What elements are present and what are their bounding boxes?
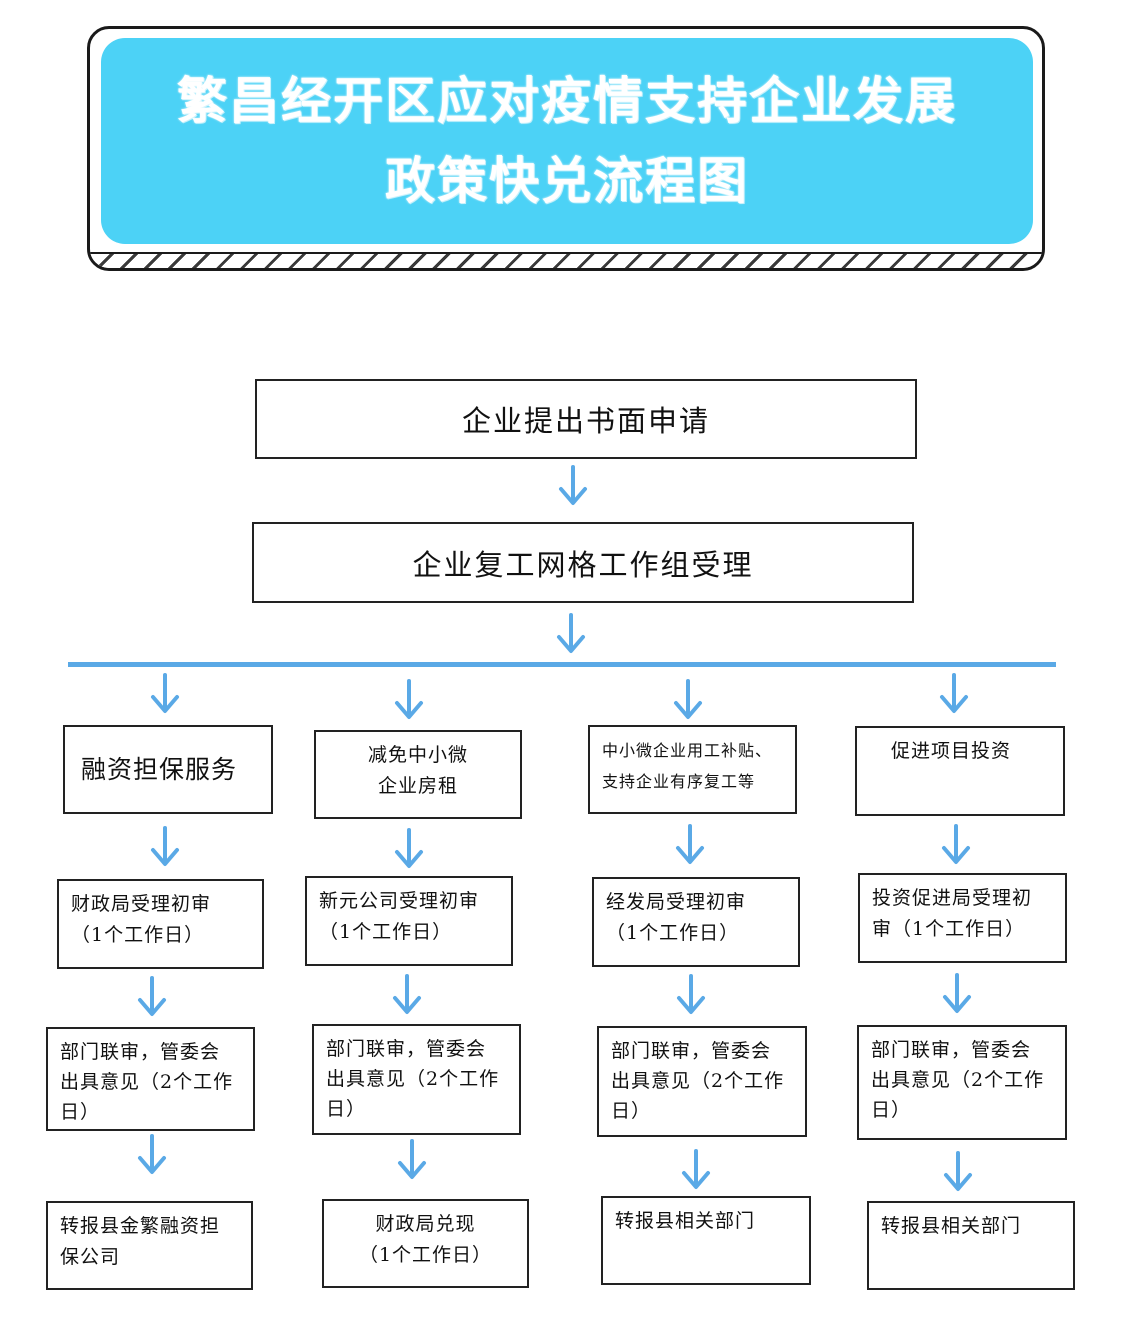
joint-review-text: 部门联审，管委会 — [60, 1041, 221, 1063]
result-text: 转报县相关部门 — [881, 1215, 1022, 1237]
joint-review-text: 日） — [611, 1100, 652, 1122]
arrow-down-icon — [151, 826, 179, 866]
joint-review-box: 部门联审，管委会 出具意见（2个工作 日） — [597, 1026, 807, 1137]
arrow-down-icon — [138, 976, 166, 1016]
review-box: 财政局受理初审 （1个工作日） — [57, 879, 264, 969]
joint-review-text: 部门联审，管委会 — [611, 1040, 772, 1062]
arrow-down-icon — [682, 1149, 710, 1189]
arrow-down-icon — [395, 679, 423, 719]
arrow-down-icon — [940, 673, 968, 713]
joint-review-text: 部门联审，管委会 — [326, 1038, 487, 1060]
category-box: 减免中小微 企业房租 — [314, 730, 522, 819]
joint-review-text: 日） — [326, 1098, 367, 1120]
step-submit-application: 企业提出书面申请 — [255, 379, 917, 459]
joint-review-text: 日） — [60, 1101, 101, 1123]
review-box: 新元公司受理初审 （1个工作日） — [305, 876, 513, 966]
page-title-line-2: 政策快兑流程图 — [385, 152, 749, 210]
category-label: 支持企业有序复工等 — [602, 772, 756, 791]
result-box: 财政局兑现 （1个工作日） — [322, 1199, 529, 1288]
result-text: 转报县相关部门 — [615, 1210, 756, 1232]
review-duration: （1个工作日） — [319, 921, 453, 943]
review-duration: （1个工作日） — [606, 922, 740, 944]
result-box: 转报县相关部门 — [601, 1196, 811, 1285]
joint-review-box: 部门联审，管委会 出具意见（2个工作 日） — [46, 1027, 255, 1131]
joint-review-box: 部门联审，管委会 出具意见（2个工作 日） — [857, 1025, 1067, 1140]
review-label: 新元公司受理初审 — [319, 890, 480, 912]
result-text: 转报县金繁融资担 — [60, 1215, 221, 1237]
joint-review-text: 出具意见（2个工作 — [326, 1068, 500, 1090]
title-banner: 繁昌经开区应对疫情支持企业发展 政策快兑流程图 — [101, 38, 1033, 244]
result-text: 保公司 — [60, 1246, 121, 1268]
arrow-down-icon — [942, 824, 970, 864]
joint-review-box: 部门联审，管委会 出具意见（2个工作 日） — [312, 1024, 521, 1135]
arrow-down-icon — [676, 824, 704, 864]
review-label: 投资促进局受理初 — [872, 887, 1033, 909]
step-grid-team-accept: 企业复工网格工作组受理 — [252, 522, 914, 603]
review-label: 财政局受理初审 — [71, 893, 212, 915]
page-title-line-1: 繁昌经开区应对疫情支持企业发展 — [177, 72, 957, 130]
result-text: 财政局兑现 — [375, 1213, 476, 1235]
arrow-down-icon — [393, 974, 421, 1014]
category-label: 减免中小微 — [367, 744, 468, 766]
category-label: 中小微企业用工补贴、 — [602, 741, 773, 760]
arrow-down-icon — [943, 973, 971, 1013]
review-duration: 审（1个工作日） — [872, 918, 1026, 940]
joint-review-text: 出具意见（2个工作 — [60, 1071, 234, 1093]
arrow-down-icon — [677, 974, 705, 1014]
arrow-down-icon — [557, 613, 585, 653]
review-box: 经发局受理初审 （1个工作日） — [592, 877, 800, 967]
banner-hatch-strip — [90, 252, 1042, 268]
arrow-down-icon — [559, 465, 587, 505]
arrow-down-icon — [674, 679, 702, 719]
category-label: 促进项目投资 — [891, 740, 1012, 762]
arrow-down-icon — [138, 1134, 166, 1174]
arrow-down-icon — [395, 828, 423, 868]
result-box: 转报县金繁融资担 保公司 — [46, 1201, 253, 1290]
joint-review-text: 出具意见（2个工作 — [611, 1070, 785, 1092]
review-duration: （1个工作日） — [71, 924, 205, 946]
arrow-down-icon — [151, 673, 179, 713]
category-box: 促进项目投资 — [855, 726, 1065, 816]
category-box: 中小微企业用工补贴、 支持企业有序复工等 — [588, 725, 797, 814]
result-box: 转报县相关部门 — [867, 1201, 1075, 1290]
joint-review-text: 日） — [871, 1099, 912, 1121]
joint-review-text: 部门联审，管委会 — [871, 1039, 1032, 1061]
category-label: 企业房租 — [377, 775, 458, 797]
branch-connector-line — [68, 662, 1056, 667]
review-label: 经发局受理初审 — [606, 891, 747, 913]
category-label: 融资担保服务 — [81, 755, 238, 784]
category-box: 融资担保服务 — [63, 725, 273, 814]
arrow-down-icon — [944, 1151, 972, 1191]
joint-review-text: 出具意见（2个工作 — [871, 1069, 1045, 1091]
result-text: （1个工作日） — [358, 1244, 493, 1266]
review-box: 投资促进局受理初 审（1个工作日） — [858, 873, 1067, 963]
arrow-down-icon — [398, 1139, 426, 1179]
